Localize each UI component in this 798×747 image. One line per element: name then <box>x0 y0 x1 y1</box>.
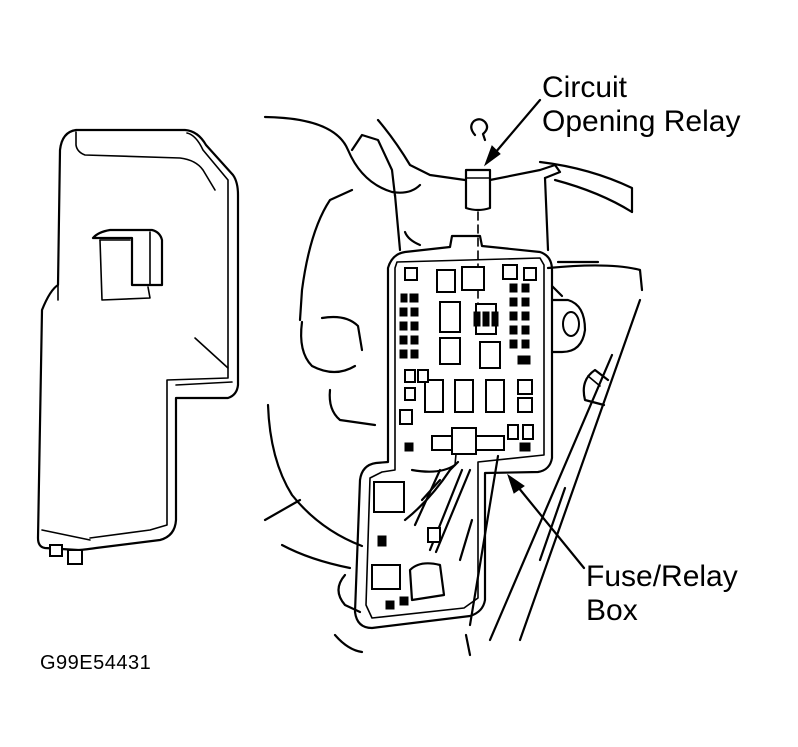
circuit-opening-relay-callout: Circuit Opening Relay <box>542 71 740 139</box>
callout-line: Circuit <box>542 71 628 104</box>
callout-line: Box <box>586 594 638 627</box>
fuse-relay-box-callout: Fuse/Relay Box <box>586 560 738 628</box>
callout-line: Opening Relay <box>542 105 741 138</box>
callout-line: Fuse/Relay <box>586 560 738 593</box>
fuse-relay-box <box>353 234 587 630</box>
fuse-box-cover <box>36 128 240 565</box>
leader-arrows <box>483 98 586 570</box>
figure-id: G99E54431 <box>40 652 152 674</box>
circuit-opening-relay <box>464 118 492 311</box>
vehicle-body-outline <box>263 115 644 657</box>
